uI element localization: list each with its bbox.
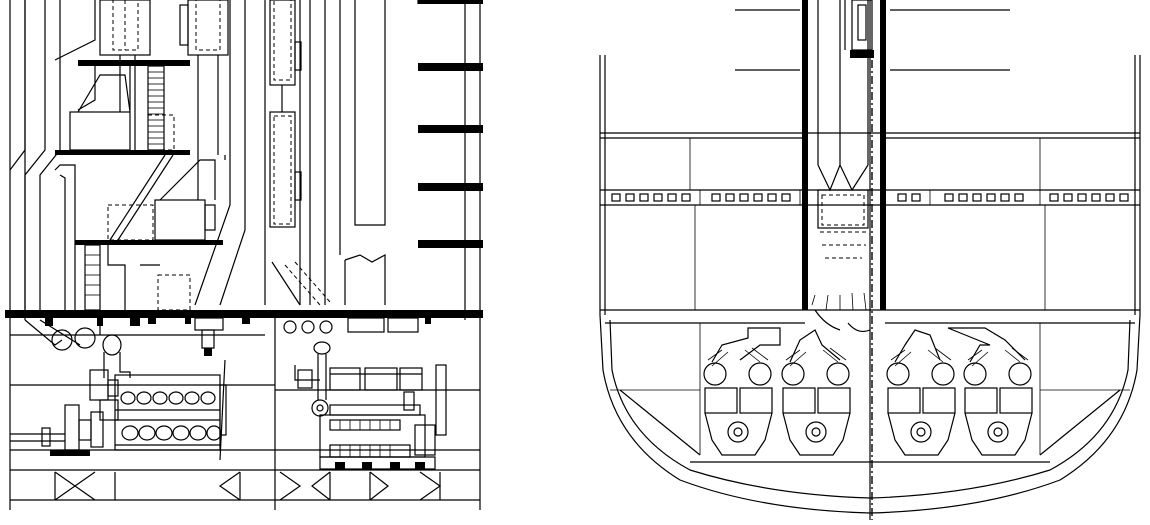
right-bulkhead-bars — [417, 0, 483, 248]
lower-deck-unit — [107, 159, 216, 311]
cross-section-engine-3 — [886, 329, 956, 456]
propeller-shaft — [10, 404, 104, 456]
exhaust-column-2 — [271, 0, 386, 306]
cylinder-row-lower — [121, 425, 222, 441]
lower-left-ducts — [24, 318, 131, 378]
central-funnel-trunk — [802, 0, 886, 520]
aux-engine-right — [294, 341, 436, 470]
mid-deck-bar — [55, 150, 190, 155]
double-bottom-frames — [54, 471, 442, 501]
cross-section-engine-2 — [781, 329, 851, 456]
upper-unit-left — [99, 0, 151, 56]
mid-deck-unit — [69, 74, 175, 151]
deck-windows — [611, 193, 1129, 202]
main-deck-fittings — [45, 317, 431, 356]
hull-cross-section-view — [599, 0, 1141, 520]
lower-deck-bar — [75, 240, 223, 245]
exhaust-column-1 — [264, 0, 311, 305]
cross-section-engine-1 — [703, 327, 781, 456]
side-elevation-view — [5, 0, 483, 510]
main-engine-left — [89, 359, 227, 461]
main-deck-bar — [5, 310, 483, 318]
lower-right-tanks — [329, 364, 447, 436]
upper-deck-bar — [78, 60, 190, 66]
cross-section-engine-4 — [947, 327, 1033, 456]
cylinder-row-upper — [120, 391, 216, 405]
